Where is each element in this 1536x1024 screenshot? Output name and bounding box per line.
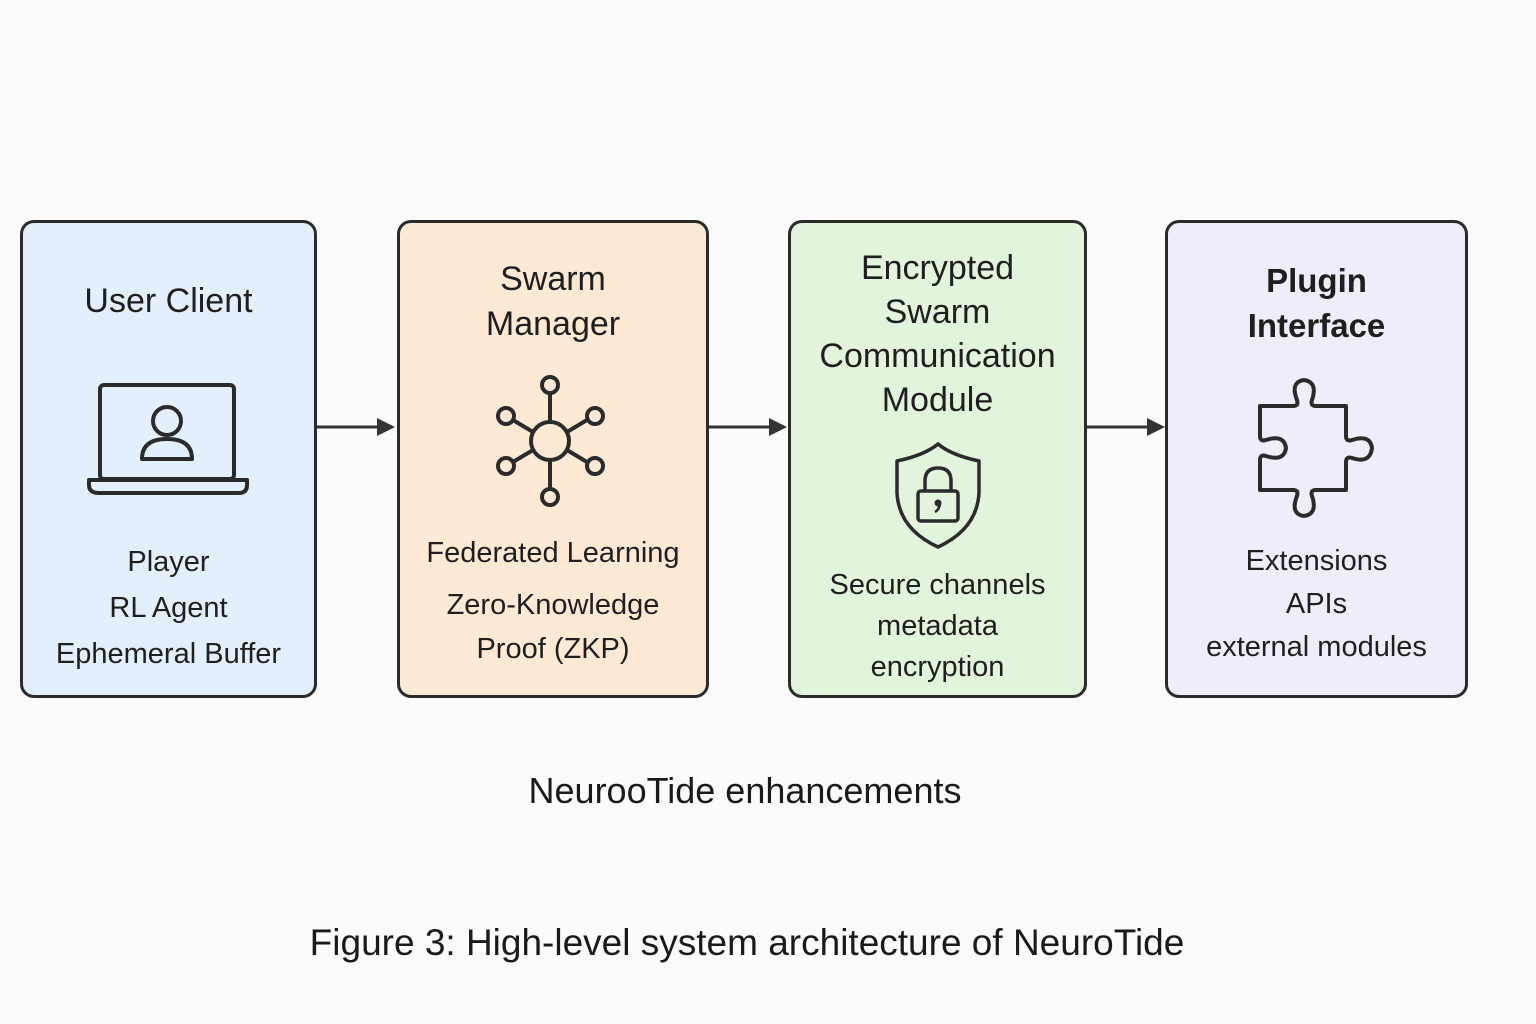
puzzle-piece-icon	[1254, 378, 1380, 529]
title-line: Manager	[485, 305, 621, 343]
user-client-box: User Client Player RL Agent Ephemeral Bu…	[20, 220, 317, 698]
title-line: Module	[881, 381, 994, 419]
encrypted-swarm-communication-items: Secure channels metadata encryption	[791, 565, 1084, 688]
figure-caption: Figure 3: High-level system architecture…	[309, 922, 1185, 963]
item: Extensions	[1245, 545, 1388, 577]
item: metadata	[877, 610, 998, 642]
item: Player	[127, 546, 210, 578]
swarm-manager-items: Federated Learning Zero-Knowledge Proof …	[400, 531, 706, 671]
title-line: User Client	[84, 282, 253, 320]
plugin-interface-box: Plugin Interface Extensions APIs externa…	[1165, 220, 1468, 698]
title-line: Interface	[1247, 307, 1386, 344]
item: Ephemeral Buffer	[55, 638, 282, 670]
title-line: Encrypted	[860, 249, 1015, 287]
encrypted-swarm-communication-title: Encrypted Swarm Communication Module	[791, 246, 1084, 422]
arrow-user-to-swarm	[317, 417, 397, 437]
shield-lock-icon	[891, 441, 985, 556]
user-client-title: User Client	[23, 279, 314, 323]
plugin-interface-title: Plugin Interface	[1168, 258, 1465, 348]
swarm-manager-box: Swarm Manager Federated Learning Ze	[397, 220, 709, 698]
title-line: Swarm	[500, 260, 606, 298]
title-line: Swarm	[884, 293, 991, 331]
item: APIs	[1285, 588, 1348, 620]
item: Zero-Knowledge	[446, 589, 660, 621]
item: Secure channels	[829, 569, 1046, 601]
plugin-interface-items: Extensions APIs external modules	[1168, 540, 1465, 669]
diagram-subcaption: NeurooTide enhancements	[528, 770, 962, 811]
item: Proof (ZKP)	[476, 633, 630, 665]
item: RL Agent	[109, 592, 228, 624]
item: Federated Learning	[426, 537, 680, 569]
encrypted-swarm-communication-box: Encrypted Swarm Communication Module Sec…	[788, 220, 1087, 698]
arrow-swarm-to-encrypted	[709, 417, 789, 437]
network-hub-icon	[493, 373, 613, 512]
title-line: Communication	[819, 337, 1056, 375]
laptop-user-icon	[86, 381, 252, 502]
user-client-items: Player RL Agent Ephemeral Buffer	[23, 539, 314, 677]
arrow-encrypted-to-plugin	[1087, 417, 1167, 437]
item: encryption	[870, 651, 1005, 683]
swarm-manager-title: Swarm Manager	[400, 257, 706, 347]
title-line: Plugin	[1266, 262, 1367, 299]
item: external modules	[1206, 631, 1427, 663]
